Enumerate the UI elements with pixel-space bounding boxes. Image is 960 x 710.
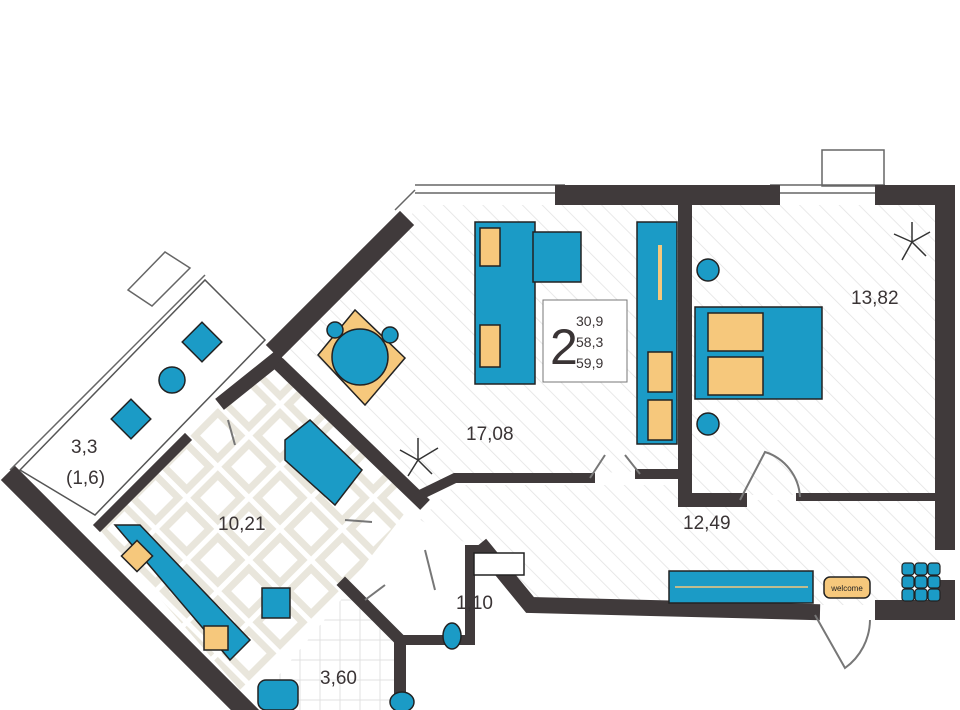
living-room-area: 17,08 — [466, 424, 514, 445]
total-area-with-balcony: 59,9 — [576, 355, 603, 371]
sofa — [474, 221, 582, 385]
living-area: 30,9 — [576, 313, 603, 329]
kitchen-furniture — [110, 321, 364, 662]
bed — [694, 258, 823, 436]
pouf — [901, 562, 941, 602]
coat-rack — [668, 570, 814, 604]
total-area: 58,3 — [576, 334, 603, 350]
bedroom-area: 13,82 — [851, 288, 899, 309]
bathroom-area: 3,60 — [320, 668, 357, 689]
balcony-area: 3,3 — [71, 437, 97, 458]
doormat-text: welcome — [830, 584, 863, 593]
doormat: welcome — [823, 576, 871, 599]
apartment-info-box: 2 30,9 58,3 59,9 — [542, 299, 628, 383]
balcony-reduced-area: (1,6) — [66, 468, 105, 489]
kitchen-area: 10,21 — [218, 514, 266, 535]
rooms-count: 2 — [550, 319, 578, 375]
toilet-area: 1,10 — [456, 593, 493, 614]
doors — [227, 419, 871, 670]
walls — [0, 185, 955, 710]
windows — [9, 149, 885, 471]
plant-icon — [399, 222, 931, 477]
tv-stand — [636, 221, 678, 445]
hallway-area: 12,49 — [683, 513, 731, 534]
dining-table — [317, 308, 407, 407]
bath-fixtures — [257, 552, 525, 710]
